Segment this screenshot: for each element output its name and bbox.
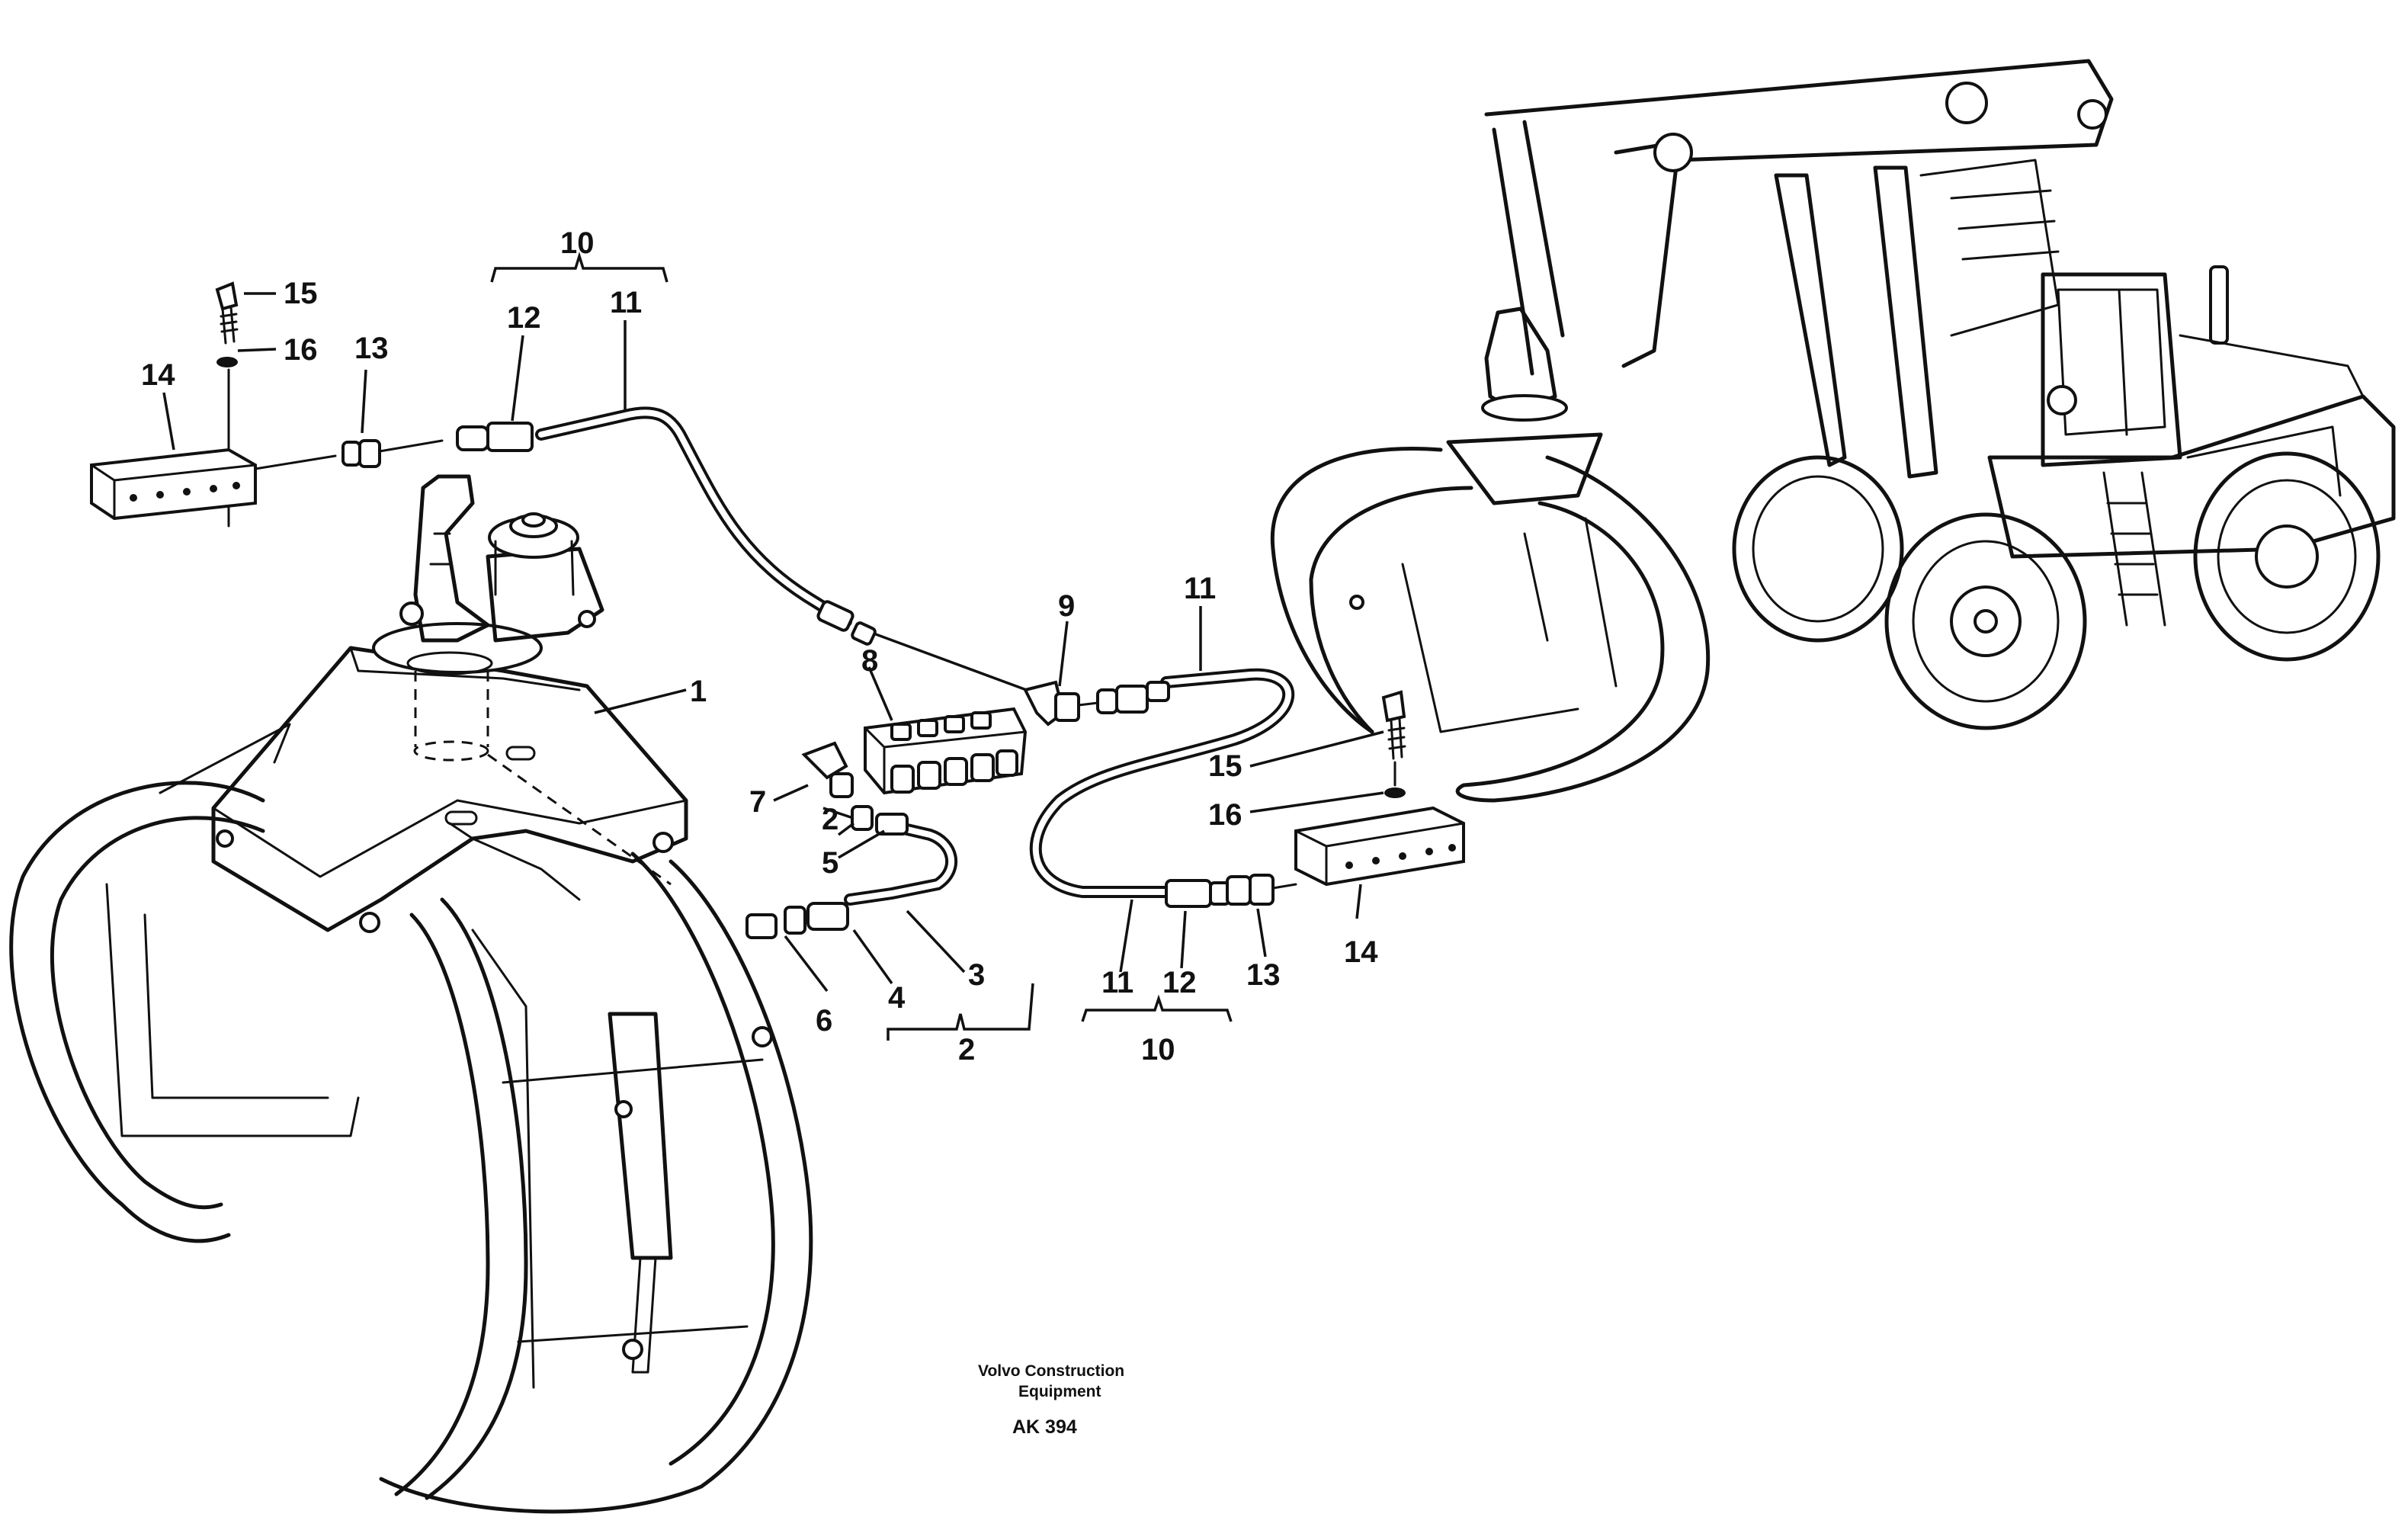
- callout-11-bottom: 11: [1101, 966, 1133, 999]
- callout-2-upper: 2: [822, 803, 838, 836]
- callout-15-left: 15: [284, 277, 318, 310]
- callout-13-bottom: 13: [1246, 958, 1281, 992]
- callout-2-lower: 2: [958, 1033, 975, 1067]
- callout-16-left: 16: [284, 333, 318, 367]
- callout-4: 4: [888, 981, 906, 1015]
- callout-15-right: 15: [1208, 749, 1242, 783]
- callout-11-right: 11: [1184, 572, 1216, 605]
- callout-12-bottom: 12: [1162, 966, 1197, 999]
- drawing-code: AK 394: [1012, 1416, 1077, 1438]
- callout-14-right: 14: [1344, 935, 1378, 969]
- callout-10-bottom: 10: [1141, 1033, 1175, 1067]
- callout-1: 1: [690, 675, 707, 708]
- hose-assemblies: [535, 406, 1295, 906]
- wheel-loader-with-grapple-illustration: [1270, 59, 2396, 803]
- callout-8: 8: [861, 644, 878, 678]
- callout-16-right: 16: [1208, 798, 1242, 832]
- company-name-line2: Equipment: [1018, 1383, 1101, 1400]
- callout-10-top: 10: [560, 226, 595, 260]
- callout-5: 5: [822, 846, 838, 880]
- callout-3: 3: [968, 958, 985, 992]
- leader-lines: [162, 252, 1384, 1041]
- company-name-line1: Volvo Construction: [978, 1362, 1124, 1380]
- callout-11-top-left: 11: [610, 286, 642, 319]
- callout-13-top: 13: [354, 332, 389, 365]
- callout-12-top: 12: [507, 301, 541, 335]
- callout-6: 6: [816, 1004, 832, 1038]
- callout-9: 9: [1058, 589, 1075, 623]
- callout-7: 7: [749, 785, 766, 819]
- callout-labels: 1 2 2 3 4 5 6 7 8 9 10 10 11 11 11 12 12…: [141, 226, 1378, 1067]
- callout-14-left: 14: [141, 358, 175, 392]
- log-grapple-illustration: [9, 474, 813, 1514]
- drawing-footer: Volvo Construction Equipment AK 394: [978, 1362, 1124, 1438]
- fittings: [90, 281, 1465, 939]
